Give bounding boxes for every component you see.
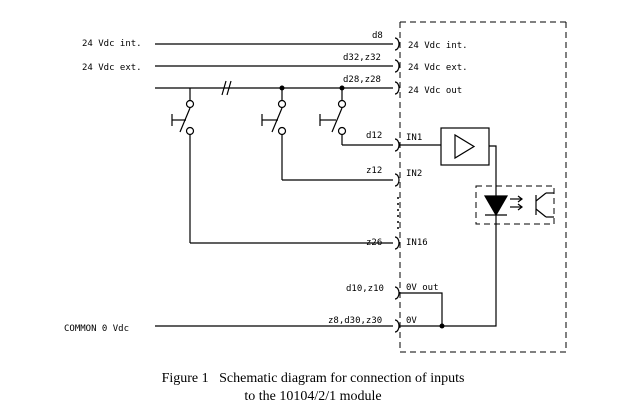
figure-caption-line2: to the 10104/2/1 module — [244, 389, 381, 404]
pin-d12: d12 — [366, 131, 382, 141]
input-switch-in2 — [261, 85, 393, 181]
buffer-box — [440, 127, 490, 166]
pin-d8: d8 — [372, 31, 383, 41]
module-0v: 0V — [406, 316, 417, 326]
junction-0v — [439, 323, 445, 329]
input-switch-in16 — [171, 88, 393, 244]
pin-z12: z12 — [366, 166, 382, 176]
continuation-dots — [397, 197, 399, 229]
module-24vdc-out: 24 Vdc out — [408, 86, 462, 96]
pin-d32-z32: d32,z32 — [343, 53, 381, 63]
pin-d28-z28: d28,z28 — [343, 75, 381, 85]
bus-break-mark — [226, 80, 232, 96]
label-common-0vdc: COMMON 0 Vdc — [64, 324, 129, 334]
wire-led-to-0v — [399, 224, 497, 327]
connector-arcs — [394, 37, 400, 333]
buffer-triangle-icon — [454, 133, 476, 160]
led-diode-icon — [483, 195, 509, 217]
module-boundary — [399, 21, 567, 353]
module-in1: IN1 — [406, 133, 422, 143]
wire-buffer-to-led — [489, 145, 497, 186]
bus-break-mark — [221, 80, 227, 96]
optocoupler — [475, 185, 555, 225]
module-in16: IN16 — [406, 238, 428, 248]
module-24vdc-int: 24 Vdc int. — [408, 41, 468, 51]
module-24vdc-ext: 24 Vdc ext. — [408, 63, 468, 73]
label-24vdc-ext: 24 Vdc ext. — [82, 63, 142, 73]
wire-0v-out-tie — [399, 292, 443, 326]
figure-caption-line1: Figure 1 Schematic diagram for connectio… — [162, 371, 465, 386]
label-24vdc-int: 24 Vdc int. — [82, 39, 142, 49]
input-switch-in1 — [319, 85, 393, 146]
module-in2: IN2 — [406, 169, 422, 179]
pin-d10-z10: d10,z10 — [346, 284, 384, 294]
module-0v-out: 0V out — [406, 283, 439, 293]
pin-z8-d30-z30: z8,d30,z30 — [328, 316, 382, 326]
